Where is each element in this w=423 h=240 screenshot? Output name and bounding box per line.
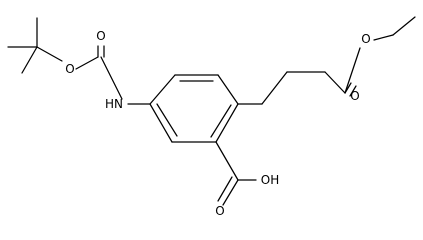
bond-ring-c6-c1: [149, 103, 173, 143]
bond-ester-o-to-ethyl: [373, 34, 394, 41]
bond-ethyl: [392, 16, 416, 36]
atom-boc-carbonyl-o: O: [96, 29, 105, 43]
atom-nh: HN: [105, 97, 123, 111]
bond-chain-to-ester-c: [324, 71, 346, 94]
chemical-structure-diagram: O O HN O O OH O: [7, 16, 416, 218]
bond-ring-c4-c5-inner: [210, 104, 232, 138]
bond-boc-carbonyl-to-nh: [100, 56, 123, 100]
bond-ester-c-to-ether-o: [344, 47, 361, 94]
bond-ring-c6-c1-inner: [156, 103, 178, 137]
bond-acid-c-double-o-2: [217, 176, 233, 202]
atom-acid-carbonyl-o: O: [215, 204, 224, 218]
bond-chain-2: [261, 71, 288, 105]
atom-label-layer: O O HN O O OH O: [65, 29, 370, 218]
bond-ring-c3-c4: [217, 74, 239, 105]
atom-acid-oh: OH: [261, 173, 279, 187]
atom-boc-ether-o: O: [65, 62, 74, 76]
bond-layer: [7, 16, 416, 206]
bond-ester-c-double-o-2: [349, 85, 357, 97]
bond-ring-c1-c2: [149, 74, 176, 105]
bond-ring-c4-c5: [215, 103, 239, 143]
bond-acid-c-double-o-1: [222, 179, 239, 206]
atom-ester-carbonyl-o: O: [350, 89, 359, 103]
bond-tbu-methyl-bottom: [21, 46, 38, 74]
bond-tbu-to-ether-o: [36, 46, 63, 62]
bond-ring-to-acid-c: [215, 141, 239, 181]
bond-ether-o-to-carbonyl-c: [75, 56, 99, 70]
atom-ester-ether-o: O: [361, 32, 370, 46]
